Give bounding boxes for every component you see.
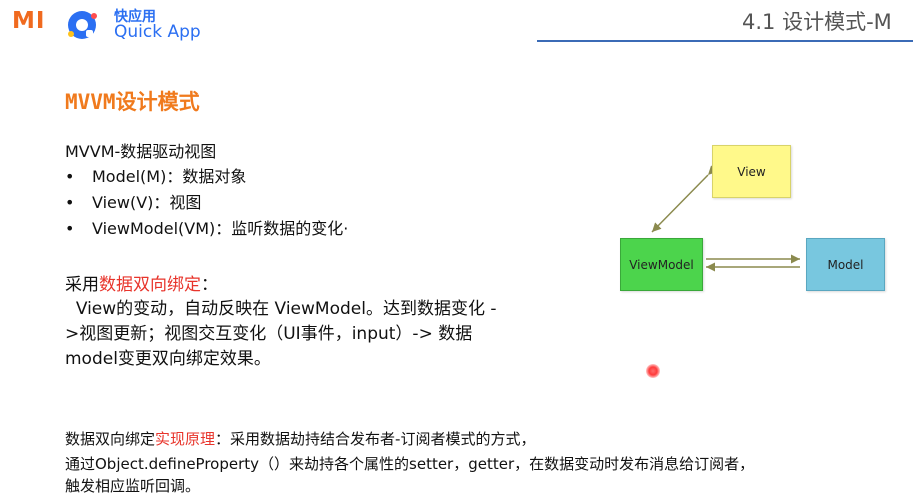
binding-prefix: 采用	[65, 275, 99, 295]
bullet-text: View(V)：视图	[92, 193, 202, 212]
binding-suffix: ：	[201, 275, 218, 295]
view-box: View	[712, 145, 791, 198]
viewmodel-box: ViewModel	[620, 238, 703, 291]
page-title: MVVM设计模式	[65, 90, 200, 114]
pointer-cursor-icon	[646, 364, 660, 378]
mvvm-heading: MVVM-数据驱动视图	[65, 142, 217, 161]
section-title: 4.1 设计模式-M	[742, 10, 892, 34]
bullet-text: ViewModel(VM)：监听数据的变化·	[92, 219, 349, 238]
list-item: • ViewModel(VM)：监听数据的变化·	[65, 217, 348, 243]
principle-highlight: 实现原理	[155, 430, 216, 448]
header: MI 快应用 Quick App 4.1 设计模式-M	[0, 0, 913, 48]
bullet-icon: •	[65, 219, 75, 238]
bullet-text: Model(M)：数据对象	[92, 167, 247, 186]
binding-heading: 采用数据双向绑定：	[65, 270, 218, 295]
principle-suffix: ：采用数据劫持结合发布者-订阅者模式的方式，	[215, 430, 536, 448]
list-item: • Model(M)：数据对象	[65, 165, 348, 191]
quick-app-cn-label: 快应用	[114, 9, 156, 25]
bullet-list: • Model(M)：数据对象 • View(V)：视图 • ViewModel(VM…	[65, 165, 348, 243]
arrow-view-viewmodel	[651, 165, 718, 233]
binding-paragraph: View的变动，自动反映在 ViewModel。达到数据变化 ->视图更新；视图…	[65, 297, 505, 372]
quick-app-en-label: Quick App	[114, 22, 201, 42]
binding-highlight: 数据双向绑定	[99, 275, 201, 295]
mi-logo: MI	[12, 8, 46, 34]
list-item: • View(V)：视图	[65, 191, 348, 217]
principle-line-2: 通过Object.defineProperty（）来劫持各个属性的setter，…	[65, 455, 755, 473]
header-divider	[537, 40, 913, 42]
binding-paragraph-text: View的变动，自动反映在 ViewModel。达到数据变化 ->视图更新；视图…	[65, 299, 497, 369]
principle-line-1: 数据双向绑定实现原理：采用数据劫持结合发布者-订阅者模式的方式，	[65, 428, 535, 449]
principle-line-3: 触发相应监听回调。	[65, 477, 201, 495]
bullet-icon: •	[65, 193, 75, 212]
model-box: Model	[806, 238, 885, 291]
bullet-icon: •	[65, 167, 75, 186]
quick-app-logo-icon	[68, 11, 97, 39]
diagram-arrows	[651, 165, 800, 272]
mvvm-diagram: View ViewModel Model	[600, 130, 900, 300]
principle-prefix: 数据双向绑定	[65, 430, 156, 448]
